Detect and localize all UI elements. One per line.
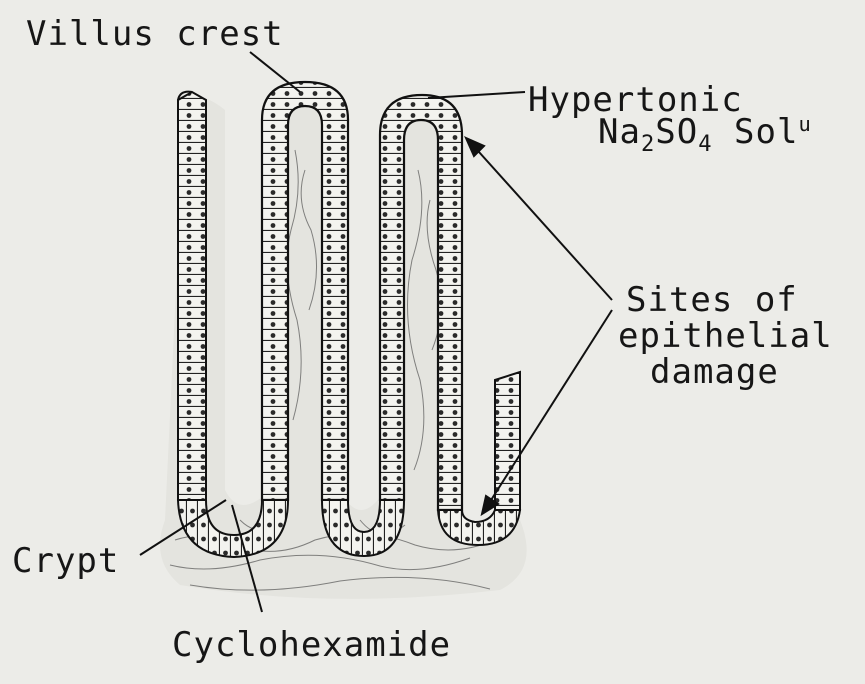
formula-sup-u: u [798, 112, 811, 136]
hypertonic-pointer [428, 92, 525, 98]
sites-line-3: damage [650, 354, 833, 390]
formula-so: SO [655, 112, 698, 152]
formula-sub-4: 4 [698, 131, 712, 157]
sites-line-1: Sites of [626, 282, 833, 318]
formula-sol: Sol [734, 112, 798, 152]
cyclohexamide-label: Cyclohexamide [172, 625, 451, 665]
sites-of-damage-label: Sites of epithelial damage [626, 282, 833, 390]
villus-crest-label: Villus crest [26, 14, 284, 54]
villus-crest-pointer [250, 52, 300, 92]
sites-line-2: epithelial [618, 318, 833, 354]
formula-sub-2: 2 [641, 131, 655, 157]
solution-formula-label: Na2SO4 Solu [598, 112, 812, 157]
left-villus-epithelium [178, 92, 206, 500]
formula-na: Na [598, 112, 641, 152]
crypt-label: Crypt [12, 541, 119, 581]
sites-pointer-top [470, 142, 612, 300]
